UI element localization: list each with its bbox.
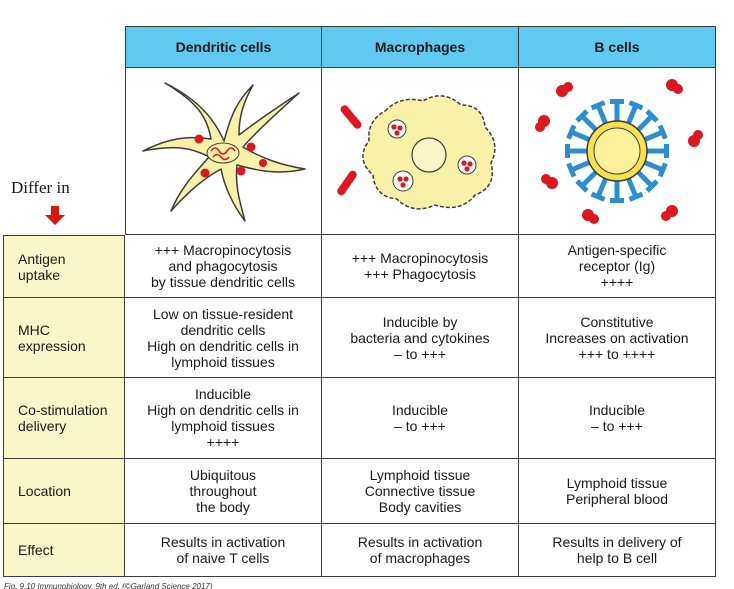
figure-caption: Fig. 9.10 Immunobiology, 9th ed. (©Garla… (4, 582, 213, 589)
b-cell-illustration (519, 68, 716, 235)
table-cell-dendritic-cells: Inducible High on dendritic cells in lym… (125, 378, 322, 459)
table-cell-macrophages: Results in activation of macrophages (322, 524, 519, 577)
table-cell-macrophages: Lymphoid tissue Connective tissue Body c… (322, 459, 519, 524)
table-cell-macrophages: Inducible – to +++ (322, 378, 519, 459)
macrophage-icon (337, 95, 496, 210)
column-header-macrophages: Macrophages (322, 26, 519, 68)
table-cell-dendritic-cells: Low on tissue-resident dendritic cells H… (125, 298, 322, 378)
table-cell-b-cells: Inducible – to +++ (519, 378, 716, 459)
table-cell-dendritic-cells: +++ Macropinocytosis and phagocytosis by… (125, 235, 322, 298)
table-cell-b-cells: Lymphoid tissue Peripheral blood (519, 459, 716, 524)
row-label: Location (3, 459, 125, 524)
table-cell-dendritic-cells: Ubiquitous throughout the body (125, 459, 322, 524)
table-cell-macrophages: Inducible by bacteria and cytokines – to… (322, 298, 519, 378)
table-cell-macrophages: +++ Macropinocytosis +++ Phagocytosis (322, 235, 519, 298)
table-cell-b-cells: Constitutive Increases on activation +++… (519, 298, 716, 378)
column-header-b-cells: B cells (519, 26, 716, 68)
table-cell-b-cells: Antigen-specific receptor (Ig) ++++ (519, 235, 716, 298)
b-cell-icon (535, 79, 703, 224)
row-label: MHC expression (3, 298, 125, 378)
table-cell-b-cells: Results in delivery of help to B cell (519, 524, 716, 577)
column-header-dendritic-cells: Dendritic cells (125, 26, 322, 68)
illustration-row-spacer (3, 68, 125, 235)
row-label: Antigen uptake (3, 235, 125, 298)
row-label: Effect (3, 524, 125, 577)
dendritic-cell-illustration (125, 68, 322, 235)
table-corner (3, 26, 125, 68)
table-cell-dendritic-cells: Results in activation of naive T cells (125, 524, 322, 577)
differ-in-annotation: Differ in (11, 178, 70, 197)
comparison-table: Dendritic cells Macrophages B cells (3, 26, 716, 578)
row-label: Co-stimulation delivery (3, 378, 125, 459)
dendritic-cell-icon (141, 82, 306, 222)
down-arrow-icon (45, 206, 65, 226)
macrophage-illustration (322, 68, 519, 235)
